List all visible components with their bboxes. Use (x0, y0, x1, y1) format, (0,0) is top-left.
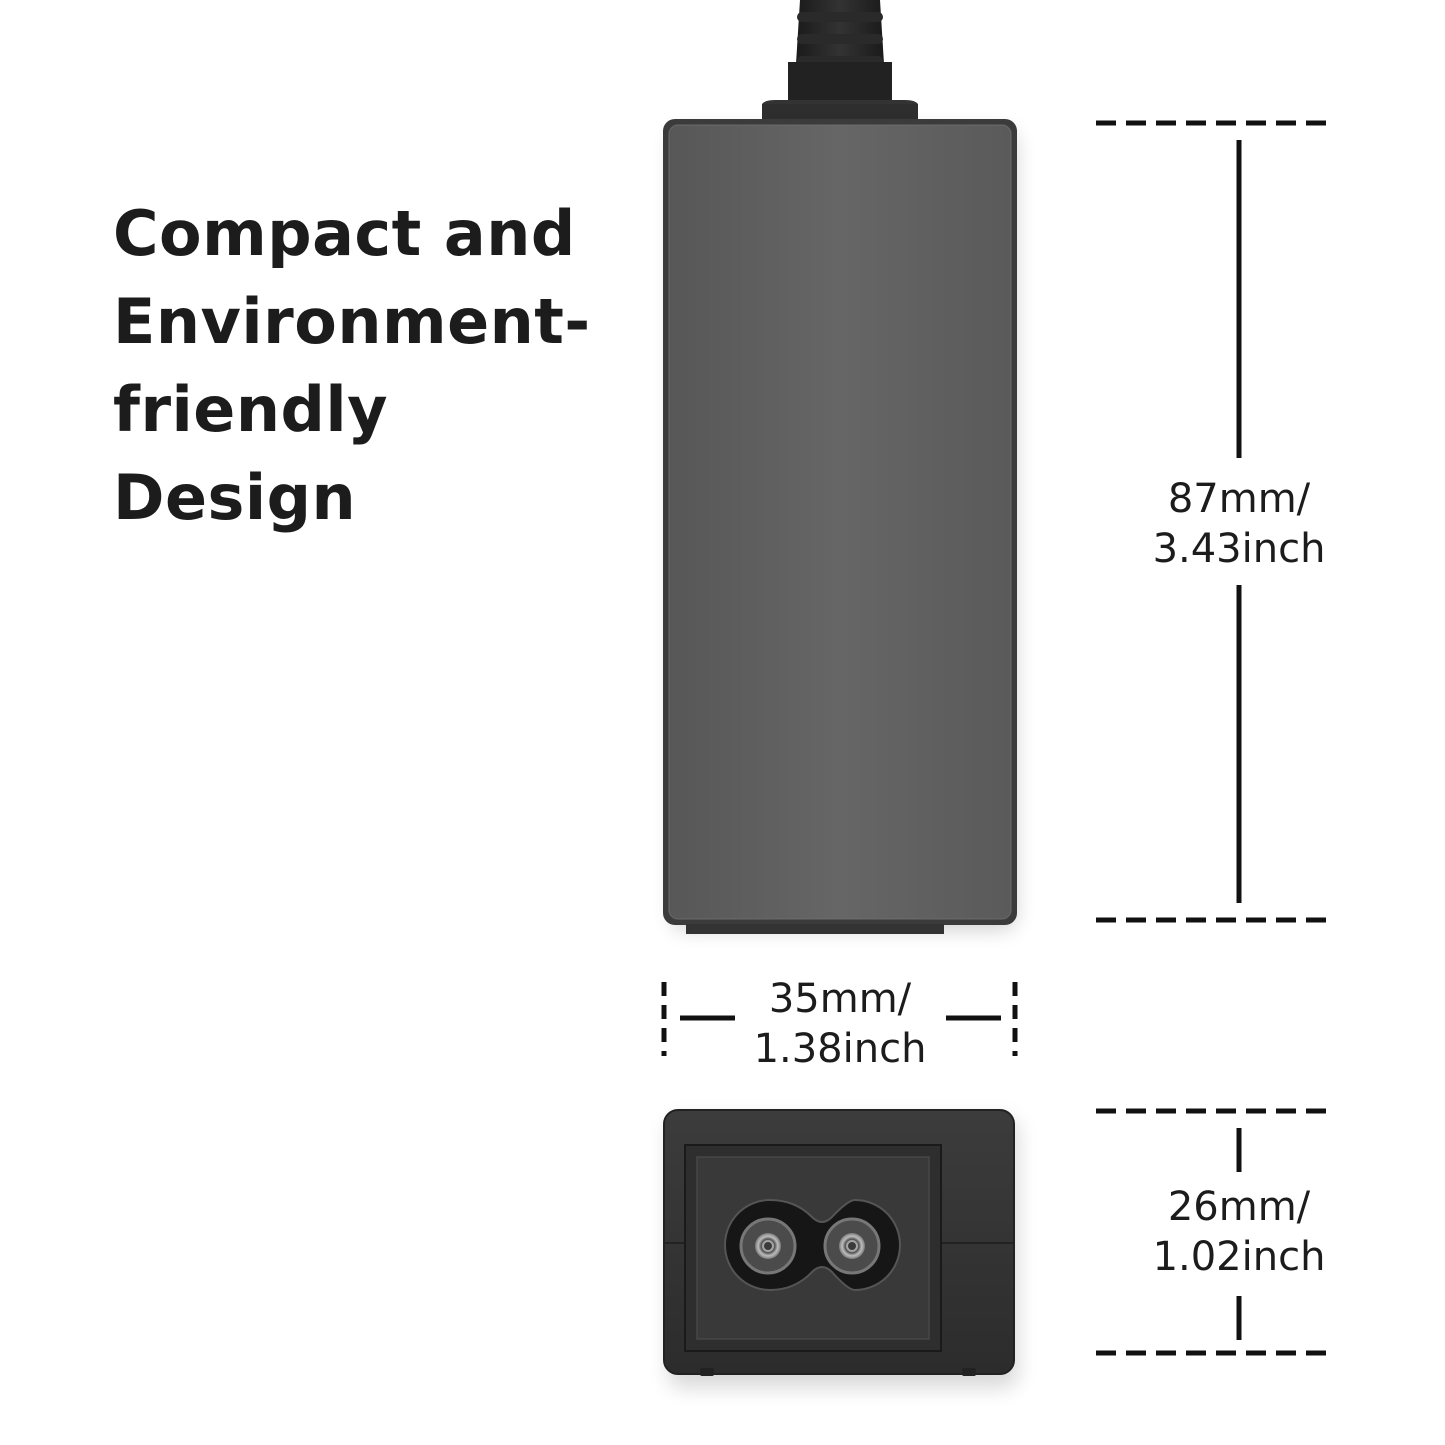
height-label: 26mm/ 1.02inch (1129, 1182, 1349, 1282)
adapter-top-view (663, 0, 1017, 934)
cable (762, 0, 918, 122)
length-mm: 87mm/ (1167, 476, 1311, 522)
c8-socket-icon (724, 1198, 901, 1292)
length-inch: 3.43inch (1152, 526, 1326, 572)
dimension-width (661, 982, 1018, 1056)
headline-line-3: friendly (113, 373, 389, 446)
dimension-length (1096, 120, 1330, 923)
length-label: 87mm/ 3.43inch (1129, 474, 1349, 574)
width-label: 35mm/ 1.38inch (730, 974, 950, 1074)
dimension-height (1096, 1108, 1330, 1356)
adapter-end-view (663, 1109, 1018, 1388)
headline-line-2: Environment- (113, 285, 591, 358)
height-mm: 26mm/ (1167, 1184, 1311, 1230)
width-inch: 1.38inch (753, 1026, 927, 1072)
headline-line-1: Compact and (113, 197, 576, 270)
headline-line-4: Design (113, 461, 357, 534)
width-mm: 35mm/ (768, 976, 912, 1022)
height-inch: 1.02inch (1152, 1234, 1326, 1280)
headline: Compact and Environment- friendly Design (113, 190, 633, 542)
